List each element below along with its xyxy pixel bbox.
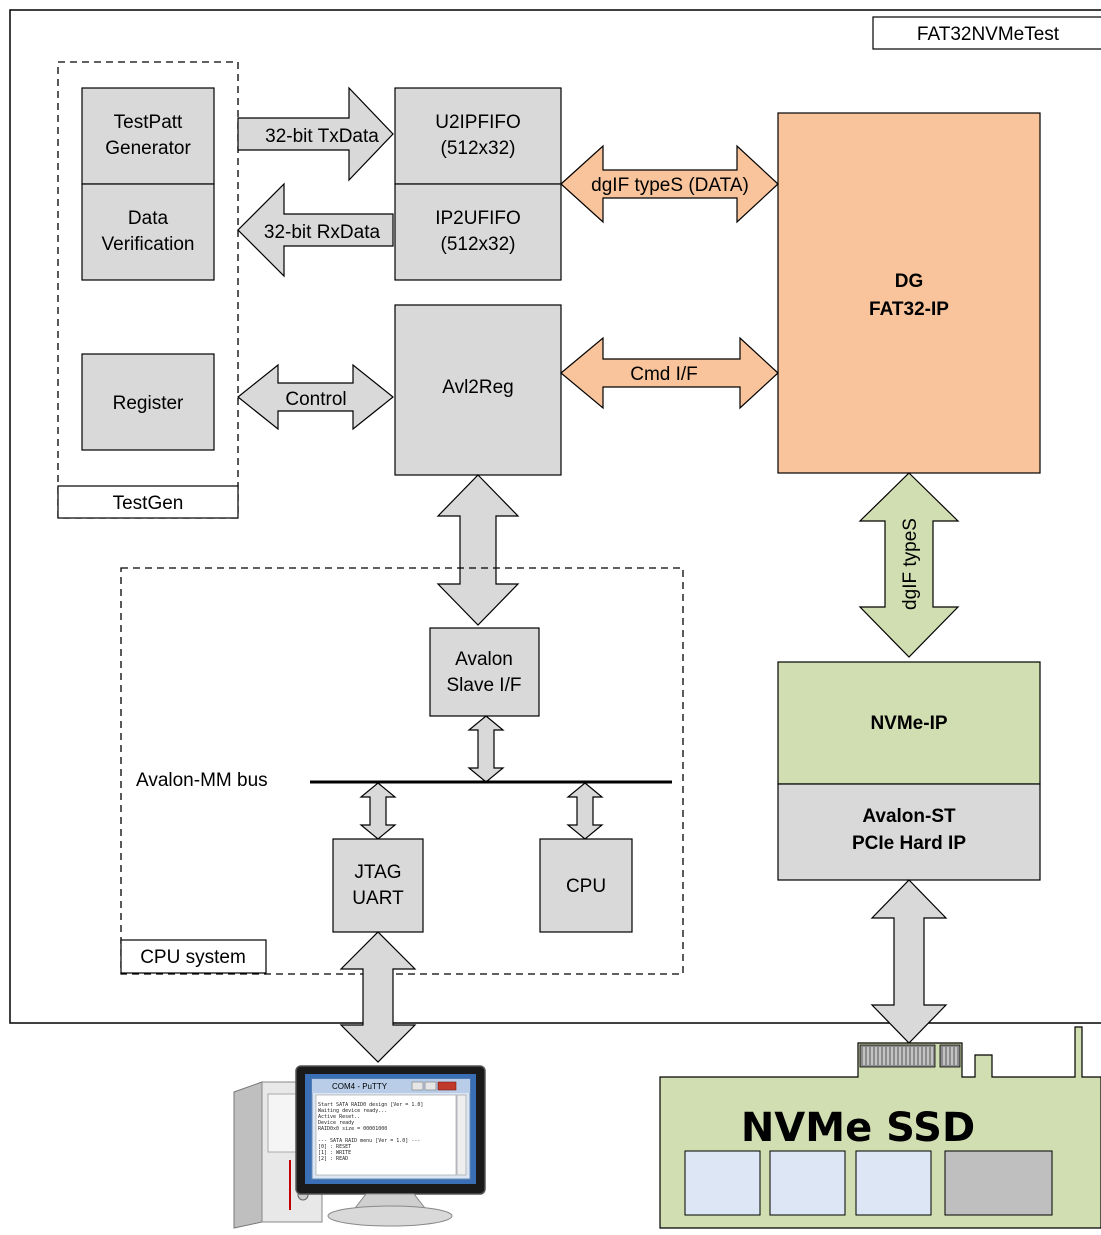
ip2ufifo-label-2: (512x32) [441, 234, 516, 255]
term-line-2: Active Reset.. [318, 1114, 360, 1120]
pcie-label-1: Avalon-ST [862, 806, 956, 827]
fat32-ip-label-2: FAT32-IP [869, 299, 949, 320]
term-line-3: Device ready [318, 1120, 354, 1126]
pcie-ssd-arrow [870, 879, 948, 1044]
fat32nvmetest-frame: FAT32NVMeTest [9, 9, 1101, 1024]
dataver-label-2: Verification [102, 234, 195, 255]
rxdata-label: 32-bit RxData [264, 222, 381, 243]
data-verification-block [81, 183, 215, 281]
term-line-0: Start SATA RAID0 design [Ver = 1.0] [318, 1102, 423, 1108]
dgif-types-arrow: dgIF typeS [858, 472, 960, 658]
fat32-ip-label-1: DG [895, 271, 924, 292]
u2ipfifo-label-1: U2IPFIFO [435, 112, 521, 133]
testgen-label: TestGen [113, 493, 184, 514]
avl2reg-label: Avl2Reg [442, 377, 513, 398]
avl2reg-block [394, 304, 562, 476]
jtag-label-1: JTAG [354, 862, 401, 883]
term-line-1: Waiting device ready... [318, 1108, 387, 1114]
testpatt-generator-block [81, 87, 215, 185]
avalon-slave-label-2: Slave I/F [447, 675, 522, 696]
fifo-blocks: U2IPFIFO (512x32) IP2UFIFO (512x32) [394, 87, 562, 281]
jtag-pc-arrow [339, 931, 417, 1063]
dgif-types-label: dgIF typeS [900, 518, 921, 610]
putty-close-button[interactable] [437, 1081, 457, 1091]
cmd-if-label: Cmd I/F [630, 364, 698, 385]
avalon-mm-bus-label: Avalon-MM bus [136, 770, 268, 791]
avl2reg-avalon-arrow [436, 474, 520, 626]
ip2ufifo-block [394, 183, 562, 281]
txdata-arrow: 32-bit TxData [237, 86, 394, 182]
cpu-system-label: CPU system [140, 947, 246, 968]
register-label: Register [113, 393, 184, 414]
ssd-controller-chip [944, 1150, 1053, 1216]
jtag-uart-block [332, 838, 424, 933]
testpatt-label-2: Generator [105, 138, 191, 159]
cpu-system-group: CPU system Avalon Slave I/F Avalon-MM bu… [120, 567, 684, 975]
dgif-data-arrow: dgIF typeS (DATA) [560, 144, 779, 224]
bus-jtag-arrow [359, 782, 397, 840]
top-title: FAT32NVMeTest [917, 24, 1060, 45]
register-block [81, 353, 215, 451]
dgif-data-label: dgIF typeS (DATA) [591, 175, 749, 196]
nvme-ip-block [777, 661, 1041, 785]
cpu-label: CPU [566, 876, 606, 897]
nvme-ssd-label: NVMe SSD [741, 1105, 975, 1151]
control-label: Control [285, 389, 346, 410]
cmd-if-arrow: Cmd I/F [560, 336, 779, 410]
putty-scrollbar[interactable] [456, 1094, 467, 1176]
ip2ufifo-label-1: IP2UFIFO [435, 208, 521, 229]
bus-cpu-arrow [566, 782, 604, 840]
putty-maximize-button[interactable] [424, 1081, 437, 1091]
testgen-group: TestGen TestPatt Generator Data Verifica… [57, 61, 239, 519]
flash-chip-3 [855, 1150, 932, 1216]
pc-computer-icon: COM4 - PuTTY Start SATA RAID0 design [Ve… [233, 1065, 486, 1229]
avalon-slave-block [429, 627, 540, 717]
testpatt-label-1: TestPatt [114, 112, 183, 133]
pcie-label-2: PCIe Hard IP [852, 833, 966, 854]
dataver-label-1: Data [128, 208, 169, 229]
slave-bus-arrow [467, 715, 505, 783]
term-line-9: [2] : READ [318, 1156, 348, 1162]
avalon-slave-label-1: Avalon [455, 649, 513, 670]
pcie-hard-ip-block [777, 783, 1041, 881]
cpu-block [539, 838, 633, 933]
jtag-label-2: UART [352, 888, 404, 909]
control-arrow: Control [237, 363, 394, 431]
term-line-6: --- SATA RAID menu [Ver = 1.0] --- [318, 1138, 420, 1144]
u2ipfifo-label-2: (512x32) [441, 138, 516, 159]
u2ipfifo-block [394, 87, 562, 185]
flash-chip-1 [684, 1150, 761, 1216]
putty-window: COM4 - PuTTY Start SATA RAID0 design [Ve… [311, 1078, 471, 1180]
rxdata-arrow: 32-bit RxData [237, 182, 394, 278]
term-line-8: [1] : WRITE [318, 1150, 351, 1156]
nvme-ip-label: NVMe-IP [870, 713, 947, 734]
term-line-7: [0] : RESET [318, 1144, 351, 1150]
flash-chip-2 [769, 1150, 846, 1216]
nvme-ssd-card: NVMe SSD [659, 1026, 1101, 1229]
putty-minimize-button[interactable] [411, 1081, 424, 1091]
fat32-ip-block [777, 112, 1041, 474]
putty-title: COM4 - PuTTY [332, 1082, 388, 1091]
term-line-4: RAID0x0 size = 00001000 [318, 1126, 387, 1132]
txdata-label: 32-bit TxData [265, 126, 379, 147]
